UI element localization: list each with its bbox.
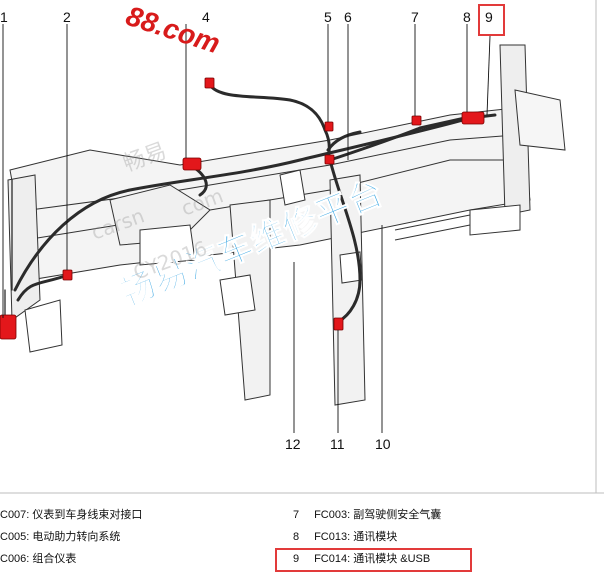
legend-code: FC003: (314, 509, 351, 521)
callout-11: 11 (330, 436, 345, 452)
legend-desc: 电动助力转向系统 (32, 531, 121, 543)
legend-right-row-8: 8 FC013: 通讯模块 (293, 531, 397, 544)
callout-8: 8 (463, 9, 471, 25)
legend-right-row-9: 9 FC014: 通讯模块 &USB (293, 553, 430, 566)
legend-num: 7 (293, 509, 300, 521)
legend-code: FC013: (314, 531, 351, 543)
callout-2: 2 (63, 9, 71, 25)
legend-code: C007: (0, 509, 30, 521)
legend-desc: 通讯模块 (353, 531, 398, 543)
legend-desc: 仪表到车身线束对接口 (32, 509, 143, 521)
legend-right-row-7: 7 FC003: 副驾驶侧安全气囊 (293, 509, 441, 522)
callout-12: 12 (285, 436, 301, 452)
legend-row-9-highlight (275, 548, 472, 572)
callout-5: 5 (324, 9, 332, 25)
legend-left-row-2: C005: 电动助力转向系统 (0, 531, 120, 544)
legend-code: FC014: (314, 553, 351, 565)
legend-desc: 通讯模块 &USB (353, 553, 431, 565)
callout-4: 4 (202, 9, 210, 25)
legend-desc: 副驾驶侧安全气囊 (353, 509, 442, 521)
legend-code: C006: (0, 553, 30, 565)
legend-desc: 组合仪表 (32, 553, 77, 565)
callout-7: 7 (411, 9, 419, 25)
callout-1: 1 (0, 9, 8, 25)
legend-left-row-3: C006: 组合仪表 (0, 553, 76, 566)
legend-num: 9 (293, 553, 300, 565)
callout-9: 9 (485, 9, 493, 25)
legend-code: C005: (0, 531, 30, 543)
callout-6: 6 (344, 9, 352, 25)
legend-num: 8 (293, 531, 300, 543)
legend-left-row-1: C007: 仪表到车身线束对接口 (0, 509, 142, 522)
callout-10: 10 (375, 436, 391, 452)
callout-9-highlight (478, 4, 505, 36)
